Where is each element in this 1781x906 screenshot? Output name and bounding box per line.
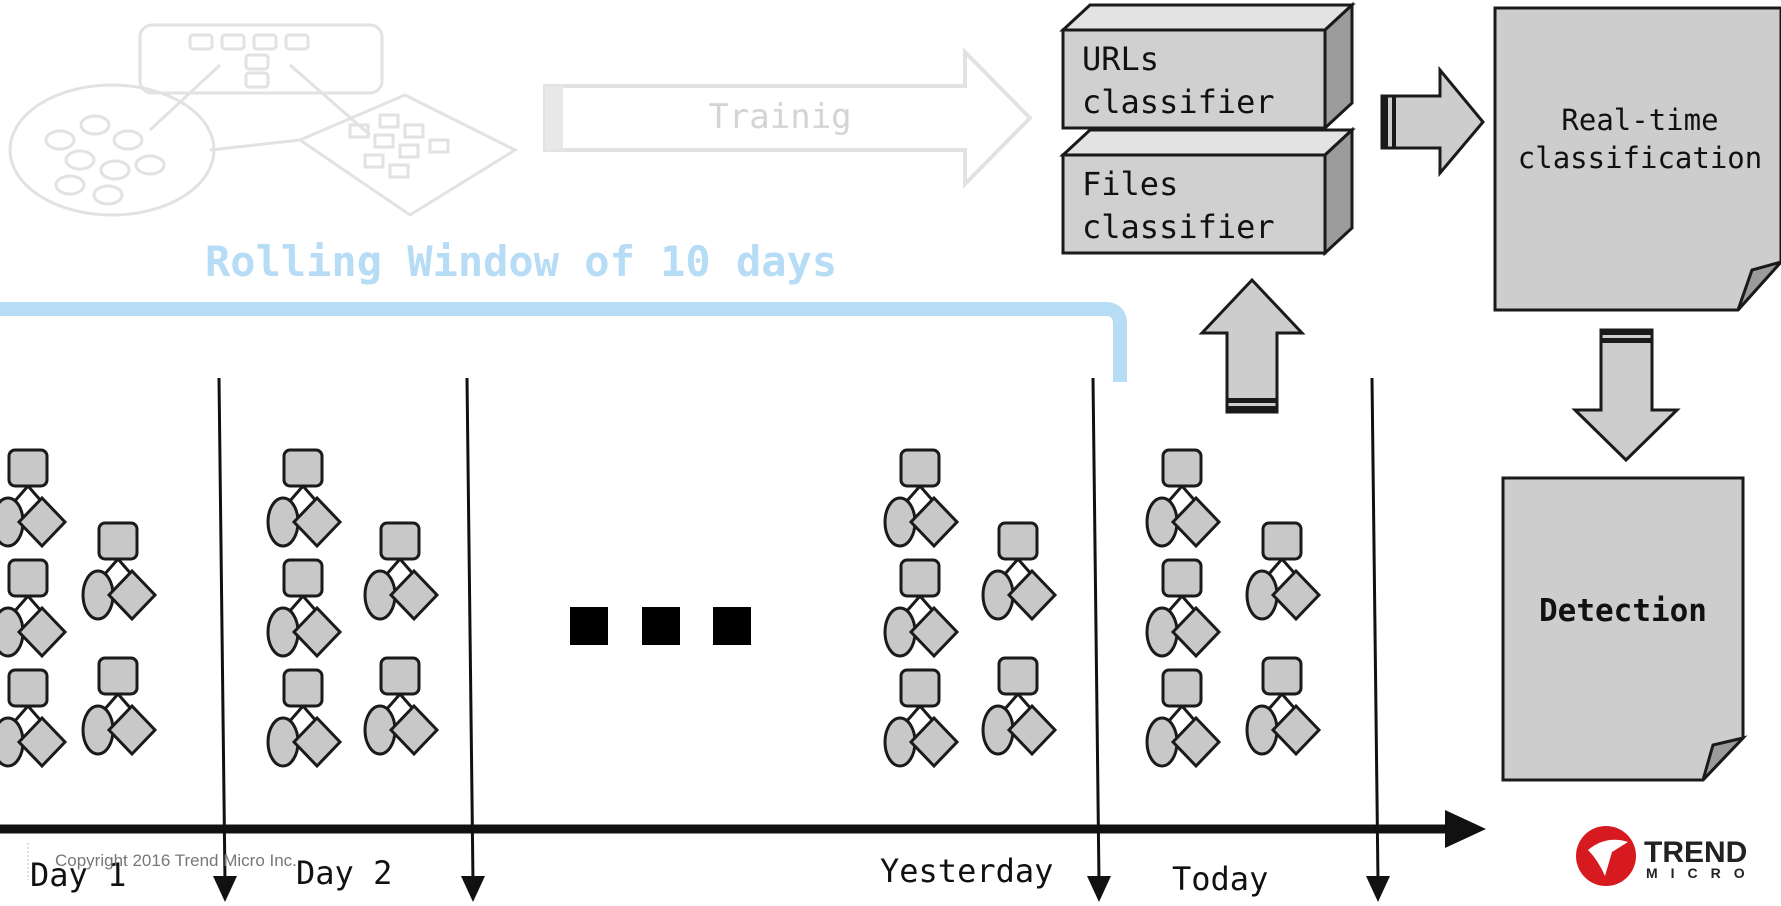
sample-tree-icon [266, 448, 343, 549]
sample-tree-icon [883, 558, 960, 659]
trend-micro-logo: TREND MICRO [1576, 826, 1758, 886]
logo-wordmark-trend: TREND [1644, 836, 1747, 869]
sample-tree-icon [883, 668, 960, 769]
files-classifier-line1: Files [1082, 165, 1178, 203]
realtime-classification-doc: Real-time classification [1493, 6, 1781, 312]
urls-classifier-box: URLs classifier [1059, 1, 1356, 132]
copyright-text: Copyright 2016 Trend Micro Inc. [55, 851, 297, 870]
sample-tree-icon [883, 448, 960, 549]
sample-tree-icon [0, 558, 68, 659]
sample-tree-icon [1245, 656, 1322, 757]
logo-wordmark-micro: MICRO [1646, 865, 1758, 881]
rolling-window-title: Rolling Window of 10 days [205, 237, 837, 286]
realtime-line2: classification [1518, 141, 1762, 175]
urls-classifier-line2: classifier [1082, 83, 1275, 121]
detection-doc: Detection [1501, 476, 1748, 782]
day-label-today: Today [1172, 860, 1268, 898]
training-arrow: Trainig [543, 47, 1033, 189]
sample-tree-icon [1245, 521, 1322, 622]
arrow-up-to-classifiers [1198, 277, 1306, 414]
day-label-yesterday: Yesterday [880, 852, 1053, 890]
sample-tree-icon [1145, 558, 1222, 659]
urls-classifier-line1: URLs [1082, 40, 1159, 78]
sample-tree-icon [266, 668, 343, 769]
day-divider-lines [213, 377, 1390, 902]
sample-tree-icon [981, 521, 1058, 622]
timeline-axis [0, 810, 1486, 848]
sample-tree-icon [1145, 448, 1222, 549]
sample-tree-icon [81, 656, 158, 757]
sample-tree-icon [1145, 668, 1222, 769]
realtime-line1: Real-time [1561, 103, 1718, 137]
faded-training-illustration [8, 23, 519, 217]
files-classifier-box: Files classifier [1059, 126, 1356, 257]
rolling-window-bracket [0, 302, 1127, 382]
ellipsis-marker [570, 607, 751, 645]
sample-tree-icon [981, 656, 1058, 757]
arrow-down-to-detection [1571, 328, 1681, 463]
arrow-to-realtime [1380, 65, 1485, 178]
sample-tree-icon [363, 656, 440, 757]
sample-tree-icon [0, 448, 68, 549]
sample-tree-icon [363, 521, 440, 622]
files-classifier-line2: classifier [1082, 208, 1275, 246]
day-label-day1: Day 1 [30, 856, 126, 894]
detection-label: Detection [1539, 593, 1707, 629]
sample-tree-icon [266, 558, 343, 659]
day-clusters [0, 448, 1322, 769]
sample-tree-icon [0, 668, 68, 769]
sample-tree-icon [81, 521, 158, 622]
training-label: Trainig [708, 97, 851, 137]
day-label-day2: Day 2 [296, 854, 392, 892]
